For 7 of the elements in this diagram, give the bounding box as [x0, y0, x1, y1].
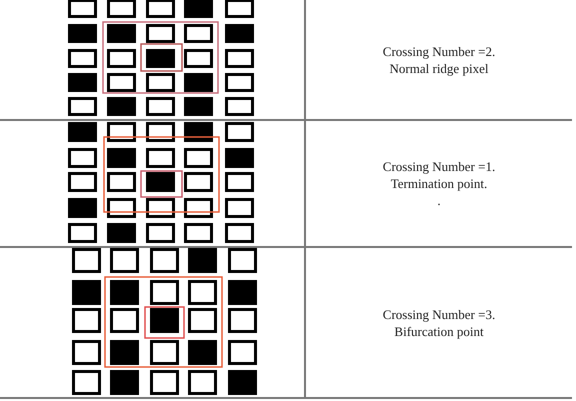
table-cell-text: Normal ridge pixel	[390, 60, 488, 76]
table-cell-text: Crossing Number =3.	[382, 306, 496, 322]
table-cell-text: Termination point.	[390, 175, 488, 192]
table-cell-text: Crossing Number =1.	[382, 158, 496, 175]
table-cell-text: Bifurcation point	[394, 322, 484, 340]
table-cell-text: Crossing Number =2.	[382, 42, 496, 60]
table-cell-text: .	[437, 192, 441, 209]
